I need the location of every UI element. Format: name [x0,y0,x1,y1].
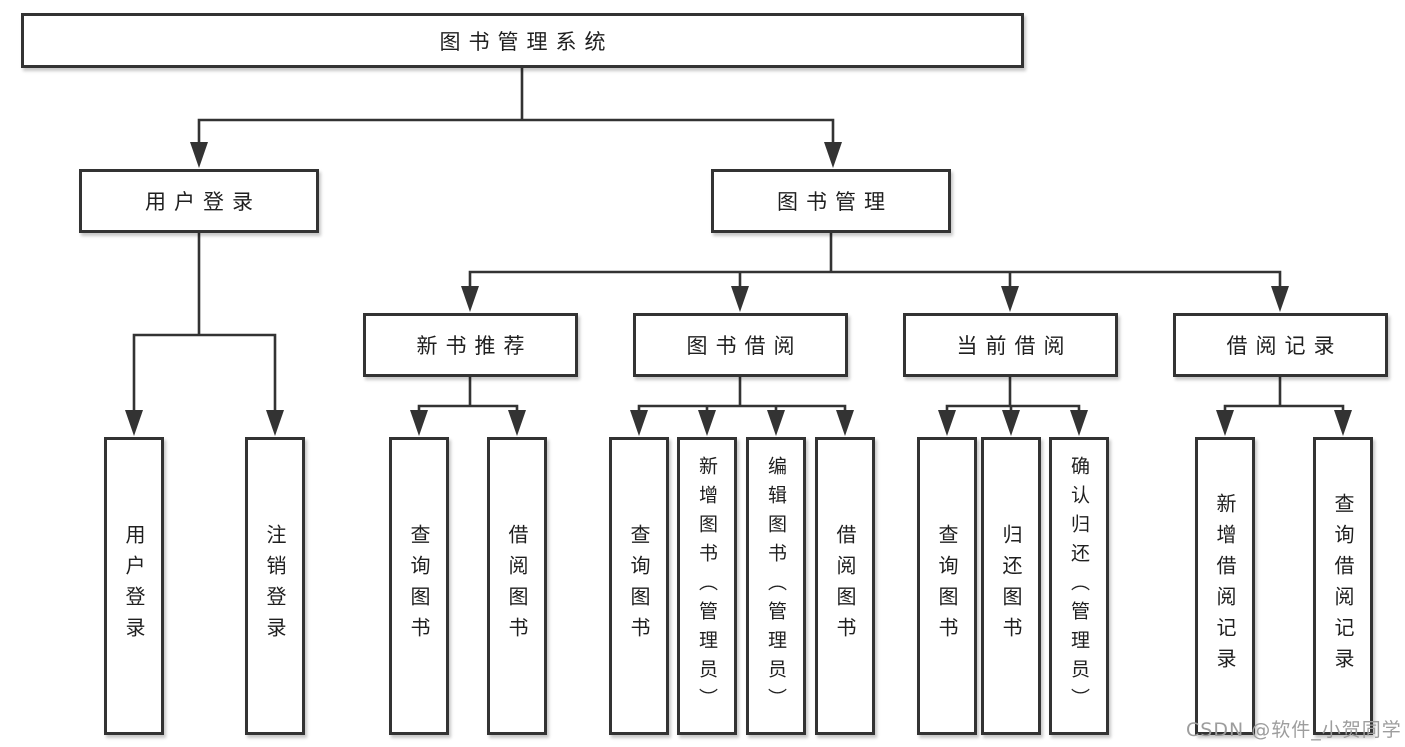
node-book-borrowing: 图书借阅 [633,313,848,377]
node-book-management: 图书管理 [711,169,951,233]
leaf-bw-borrow-books: 借阅图书 [815,437,875,735]
leaf-cur-query-books: 查询图书 [917,437,977,735]
csdn-watermark: CSDN @软件_小贺同学 [1186,719,1402,741]
node-borrowing-records: 借阅记录 [1173,313,1388,377]
leaf-bw-query-books: 查询图书 [609,437,669,735]
leaf-bw-edit-books-admin: 编辑图书（管理员） [746,437,806,735]
node-user-login: 用户登录 [79,169,319,233]
leaf-logout: 注销登录 [245,437,305,735]
node-library-system: 图书管理系统 [21,13,1024,68]
leaf-rec-add-record: 新增借阅记录 [1195,437,1255,735]
leaf-nb-borrow-books: 借阅图书 [487,437,547,735]
leaf-user-login: 用户登录 [104,437,164,735]
leaf-bw-add-books-admin: 新增图书（管理员） [677,437,737,735]
leaf-rec-query-record: 查询借阅记录 [1313,437,1373,735]
leaf-cur-confirm-return-admin: 确认归还（管理员） [1049,437,1109,735]
node-new-book-recommend: 新书推荐 [363,313,578,377]
node-current-borrowing: 当前借阅 [903,313,1118,377]
leaf-nb-query-books: 查询图书 [389,437,449,735]
leaf-cur-return-books: 归还图书 [981,437,1041,735]
